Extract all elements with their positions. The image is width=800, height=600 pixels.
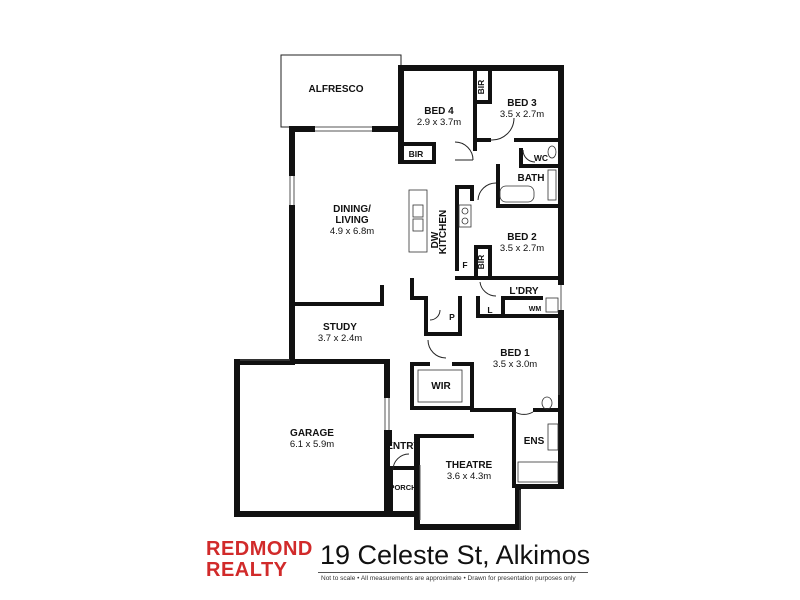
dim-dining: 4.9 x 6.8m (330, 226, 374, 237)
door-swings (392, 117, 536, 471)
label-bir-bed2: BIR (476, 255, 486, 270)
label-wir: WIR (431, 381, 451, 392)
label-porch: PORCH (389, 483, 416, 492)
label-study: STUDY (323, 322, 357, 333)
label-wc: WC (534, 153, 548, 163)
label-entry: ENTRY (386, 441, 420, 452)
label-bed2: BED 2 (507, 232, 537, 243)
label-bed3: BED 3 (507, 98, 537, 109)
fixtures (408, 145, 559, 483)
interior-walls (289, 71, 564, 488)
label-bath: BATH (517, 173, 544, 184)
dim-bed2: 3.5 x 2.7m (500, 243, 544, 254)
label-bed1: BED 1 (500, 348, 530, 359)
exterior-walls (234, 65, 564, 530)
label-wm: WM (529, 306, 542, 313)
room-labels: ALFRESCO BED 4 2.9 x 3.7m BED 3 3.5 x 2.… (290, 80, 548, 492)
label-bir-bed4: BIR (409, 149, 424, 159)
label-alfresco: ALFRESCO (309, 84, 364, 95)
dim-study: 3.7 x 2.4m (318, 333, 362, 344)
windows (240, 126, 562, 530)
label-living: LIVING (335, 215, 369, 226)
dim-bed4: 2.9 x 3.7m (417, 117, 461, 128)
label-bir-bed3: BIR (476, 80, 486, 95)
label-l: L (487, 305, 492, 315)
dim-garage: 6.1 x 5.9m (290, 439, 334, 450)
label-ldry: L'DRY (509, 286, 539, 297)
label-p: P (449, 312, 455, 322)
label-theatre: THEATRE (446, 460, 493, 471)
label-garage: GARAGE (290, 428, 334, 439)
label-kitchen: KITCHEN (438, 210, 449, 254)
label-dw: DW (430, 231, 441, 248)
label-ens: ENS (524, 436, 545, 447)
label-bed4: BED 4 (424, 106, 454, 117)
label-f: F (462, 260, 467, 270)
dim-bed1: 3.5 x 3.0m (493, 359, 537, 370)
dim-bed3: 3.5 x 2.7m (500, 109, 544, 120)
dim-theatre: 3.6 x 4.3m (447, 471, 491, 482)
label-dining: DINING/ (333, 204, 371, 215)
